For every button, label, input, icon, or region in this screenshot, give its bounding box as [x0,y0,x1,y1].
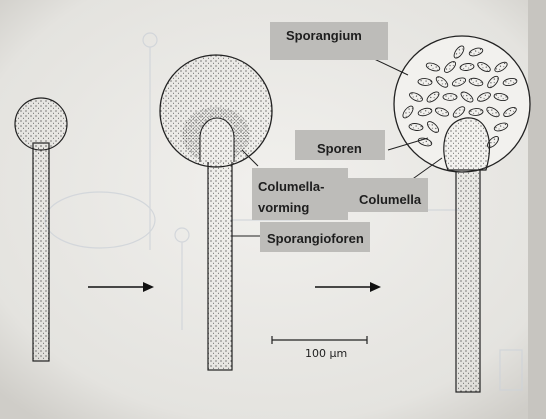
stage-3-stalk [456,170,480,392]
stage-1-head [15,98,67,150]
stage-2-stalk [208,160,232,370]
stage-2-columella-fill [201,119,233,162]
label-sporangioforen: Sporangioforen [267,231,364,246]
label-columella-vorming-line-2: vorming [258,200,309,215]
stage-1-neck [34,144,48,154]
page-edge-shadow [528,0,546,419]
stage-1-stalk [33,143,49,361]
label-sporen: Sporen [317,141,362,156]
label-columella-vorming-line-1: Columella- [258,179,324,194]
scale-bar-label: 100 μm [305,347,347,360]
label-columella: Columella [359,192,422,207]
stage-3-columella [444,118,490,170]
label-sporangium: Sporangium [286,28,362,43]
spore [443,94,457,101]
